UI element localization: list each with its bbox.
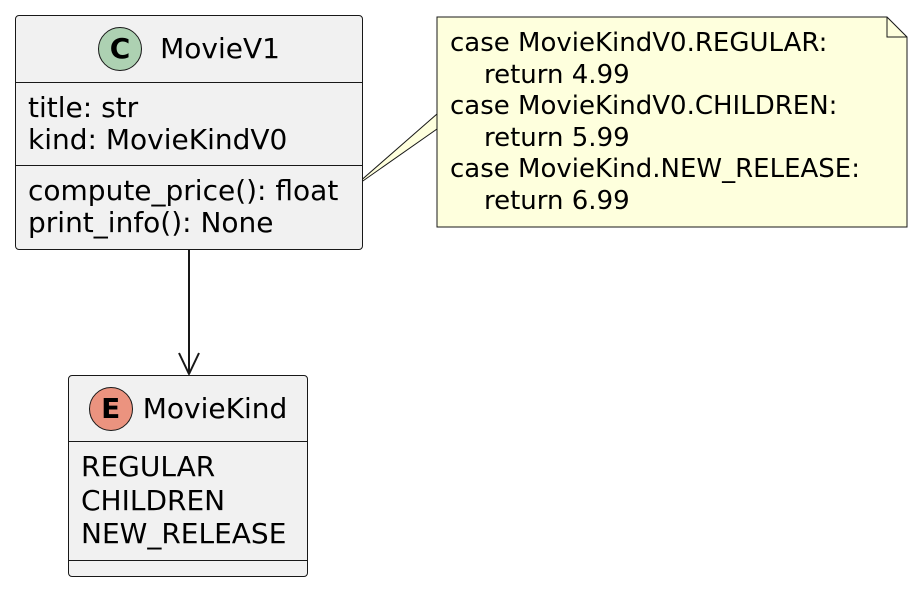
enum-icon-letter: E bbox=[101, 391, 121, 425]
note-fold-corner bbox=[886, 17, 907, 38]
note-line-return-children: return 5.99 bbox=[484, 122, 630, 153]
enum-name: MovieKind bbox=[142, 391, 288, 425]
enum-box-moviekind[interactable]: E MovieKind REGULAR CHILDREN NEW_RELEASE bbox=[68, 375, 308, 577]
note-line-case-regular: case MovieKindV0.REGULAR: bbox=[450, 28, 828, 58]
methods-compartment: compute_price(): float print_info(): Non… bbox=[16, 166, 362, 239]
method-compute-price: compute_price(): float bbox=[28, 174, 339, 207]
enum-value-new-release: NEW_RELEASE bbox=[81, 517, 287, 550]
class-name: MovieV1 bbox=[160, 32, 280, 65]
note-line-case-children: case MovieKindV0.CHILDREN: bbox=[450, 91, 838, 121]
note-line-return-regular: return 4.99 bbox=[484, 59, 630, 90]
attribute-kind: kind: MovieKindV0 bbox=[28, 123, 288, 156]
class-header: C MovieV1 bbox=[16, 16, 362, 83]
association-arrowhead bbox=[178, 352, 200, 375]
note-line-case-new-release: case MovieKind.NEW_RELEASE: bbox=[450, 154, 860, 184]
note-line-return-new-release: return 6.99 bbox=[484, 185, 630, 216]
enum-stereotype-icon: E bbox=[88, 386, 133, 431]
class-stereotype-icon: C bbox=[98, 27, 143, 71]
attribute-title: title: str bbox=[28, 91, 139, 124]
enum-value-regular: REGULAR bbox=[81, 450, 216, 483]
class-box-moviev1[interactable]: C MovieV1 title: str kind: MovieKindV0 c… bbox=[15, 15, 363, 250]
enum-value-children: CHILDREN bbox=[81, 483, 226, 517]
note-shape bbox=[436, 16, 908, 228]
class-icon-letter: C bbox=[109, 32, 131, 65]
attributes-compartment: title: str kind: MovieKindV0 bbox=[16, 83, 362, 166]
enum-values-compartment: REGULAR CHILDREN NEW_RELEASE bbox=[69, 442, 307, 561]
method-print-info: print_info(): None bbox=[28, 206, 274, 239]
note-body: case MovieKindV0.REGULAR: return 4.99 ca… bbox=[450, 28, 860, 217]
note-anchor-link bbox=[349, 112, 438, 191]
enum-header: E MovieKind bbox=[69, 376, 307, 442]
